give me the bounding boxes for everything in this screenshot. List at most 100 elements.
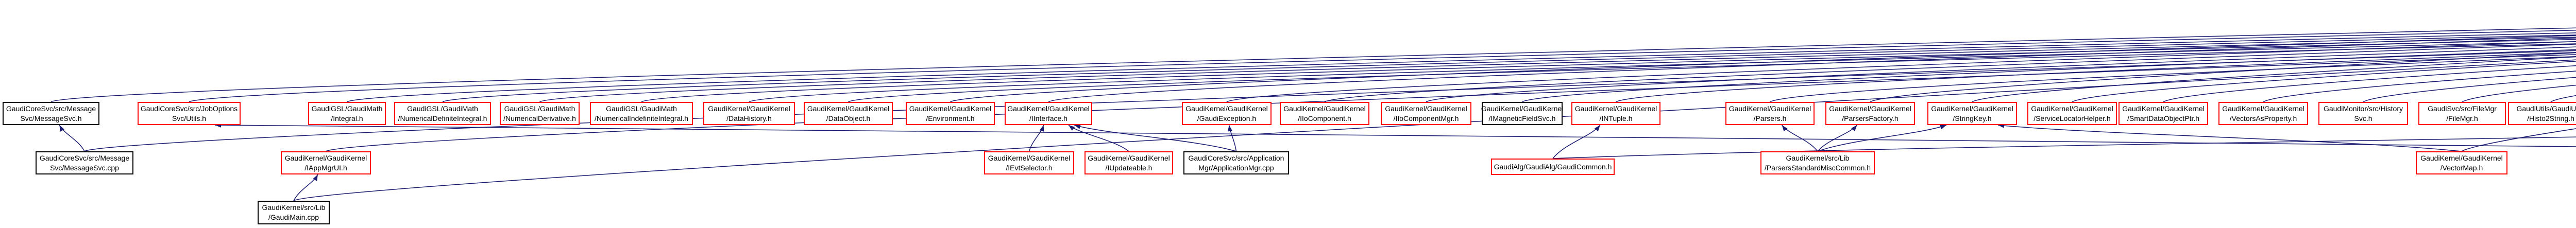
edge-historysvc-h-to-issueseverity-h: [2363, 77, 2576, 102]
node-iappmgrui-h[interactable]: GaudiKernel/GaudiKernel/IAppMgrUI.h: [281, 151, 371, 174]
node-label-line: /NumericalDerivative.h: [503, 114, 576, 122]
node-parsers-h[interactable]: GaudiKernel/GaudiKernel/Parsers.h: [1725, 102, 1815, 125]
edge-gaudicommon-h-to-intuple-h: [1552, 125, 1601, 159]
node-vectorsasproperty-h[interactable]: GaudiKernel/GaudiKernel/VectorsAsPropert…: [2218, 102, 2308, 125]
edge-environment-h-to-issueseverity-h: [950, 35, 2576, 102]
node-label-line: GaudiKernel/GaudiKernel: [1385, 104, 1467, 113]
node-label-line: /ParsersStandardMiscCommon.h: [1764, 163, 1871, 172]
node-label-line: /GaudiMain.cpp: [268, 213, 319, 221]
edge-applicationmgr-cpp-to-gaudiexception-h-arrowhead: [1228, 125, 1232, 132]
edge-imagneticfieldsvc-h-to-issueseverity-h: [1522, 49, 2576, 102]
node-label-line: GaudiKernel/src/Lib: [262, 203, 326, 212]
node-datahistory-h[interactable]: GaudiKernel/GaudiKernel/DataHistory.h: [703, 102, 795, 125]
node-label-line: GaudiCoreSvc/src/Application: [1188, 153, 1284, 162]
edge-applicationmgr-cpp-to-iinterface-h-arrowhead: [1074, 124, 1081, 129]
node-numericalindefiniteintegral-h[interactable]: GaudiGSL/GaudiMath/NumericalIndefiniteIn…: [590, 102, 693, 125]
node-label-line: Svc/MessageSvc.cpp: [50, 163, 119, 172]
edge-messagesvc-cpp-to-issueseverity-h: [84, 50, 2576, 152]
node-label-line: GaudiKernel/GaudiKernel: [2222, 104, 2304, 113]
node-label-line: /INTuple.h: [1599, 114, 1633, 122]
node-label-line: GaudiGSL/GaudiMath: [311, 104, 383, 113]
edge-utils-h-to-issueseverity-h: [189, 30, 2576, 102]
edge-iappmgrui-h-to-issueseverity-h: [326, 54, 2576, 152]
node-label-line: GaudiKernel/src/Lib: [1786, 153, 1850, 162]
node-servicelocatorhelper-h[interactable]: GaudiKernel/GaudiKernel/ServiceLocatorHe…: [2027, 102, 2117, 125]
node-label-line: /VectorsAsProperty.h: [2229, 114, 2297, 122]
node-intuple-h[interactable]: GaudiKernel/GaudiKernel/INTuple.h: [1571, 102, 1660, 125]
node-iupdateable-h[interactable]: GaudiKernel/GaudiKernel/IUpdateable.h: [1084, 151, 1173, 174]
edge-parsersstandardmisccommon-h-to-stringkey-h-arrowhead: [1940, 125, 1946, 130]
node-gaudiexception-h[interactable]: GaudiKernel/GaudiKernel/GaudiException.h: [1182, 102, 1272, 125]
node-vectormap-h[interactable]: GaudiKernel/GaudiKernel/VectorMap.h: [2416, 151, 2507, 174]
node-label-line: /IMagneticFieldSvc.h: [1488, 114, 1556, 122]
node-label-line: GaudiKernel/GaudiKernel: [807, 104, 890, 113]
edge-smartdataobjectptr-h-to-issueseverity-h: [2163, 65, 2576, 102]
node-iiocomponentmgr-h[interactable]: GaudiKernel/GaudiKernel/IIoComponentMgr.…: [1381, 102, 1471, 125]
node-label-line: GaudiGSL/GaudiMath: [504, 104, 575, 113]
node-iiocomponent-h[interactable]: GaudiKernel/GaudiKernel/IIoComponent.h: [1280, 102, 1369, 125]
node-label-line: GaudiAlg/GaudiAlg/GaudiCommon.h: [1494, 162, 1612, 171]
edge-messagesvc-h-to-issueseverity-h: [50, 27, 2576, 102]
edge-integral-h-to-issueseverity-h: [347, 32, 2576, 102]
node-label-line: GaudiKernel/GaudiKernel: [1088, 153, 1170, 162]
edge-parsersfactory-h-to-issueseverity-h: [1870, 52, 2576, 102]
node-environment-h[interactable]: GaudiKernel/GaudiKernel/Environment.h: [906, 102, 995, 125]
node-label-line: GaudiUtils/GaudiUtils: [2516, 104, 2576, 113]
node-iinterface-h[interactable]: GaudiKernel/GaudiKernel/IInterface.h: [1005, 102, 1092, 125]
node-parsersfactory-h[interactable]: GaudiKernel/GaudiKernel/ParsersFactory.h: [1825, 102, 1915, 125]
edge-numericalindefiniteintegral-h-to-issueseverity-h: [641, 39, 2576, 102]
node-ievtselector-h[interactable]: GaudiKernel/GaudiKernel/IEvtSelector.h: [984, 151, 1074, 174]
node-parsersstandardmisccommon-h[interactable]: GaudiKernel/src/Lib/ParsersStandardMiscC…: [1760, 151, 1875, 174]
edge-datahistory-h-to-issueseverity-h: [749, 41, 2576, 102]
node-label-line: GaudiKernel/GaudiKernel: [1574, 104, 1657, 113]
node-label-line: GaudiKernel/GaudiKernel: [1283, 104, 1366, 113]
edge-ievtselector-h-to-iinterface-h-arrowhead: [1039, 125, 1044, 132]
node-smartdataobjectptr-h[interactable]: GaudiKernel/GaudiKernel/SmartDataObjectP…: [2119, 102, 2208, 125]
node-label-line: GaudiKernel/GaudiKernel: [1829, 104, 1911, 113]
node-label-line: /FileMgr.h: [2446, 114, 2478, 122]
node-stringkey-h[interactable]: GaudiKernel/GaudiKernel/StringKey.h: [1927, 102, 2017, 125]
edge-messagesvc-cpp-to-messagesvc-h-arrowhead: [59, 125, 64, 132]
edge-parsersstandardmisccommon-h-to-parsersfactory-h: [1817, 125, 1858, 152]
node-filemgr-h[interactable]: GaudiSvc/src/FileMgr/FileMgr.h: [2418, 102, 2506, 125]
edge-intuple-h-to-issueseverity-h: [1616, 52, 2576, 102]
node-label-line: Svc.h: [2354, 114, 2372, 122]
edge-parsers-h-to-issueseverity-h: [1770, 56, 2576, 102]
node-label-line: /IInterface.h: [1029, 114, 1067, 122]
node-label-line: GaudiCoreSvc/src/Message: [39, 153, 130, 162]
node-label-line: /IIoComponent.h: [1298, 114, 1351, 122]
edge-gaudimain-cpp-to-iappmgrui-h-arrowhead: [313, 174, 318, 181]
node-imagneticfieldsvc-h: GaudiKernel/GaudiKernel/IMagneticFieldSv…: [1481, 102, 1564, 125]
node-label-line: /IAppMgrUI.h: [304, 163, 347, 172]
edge-parsersstandardmisccommon-h-to-parsers-h: [1782, 125, 1818, 152]
edge-gaudicommon-h-to-intuple-h-arrowhead: [1594, 125, 1600, 132]
node-label-line: GaudiKernel/GaudiKernel: [2420, 153, 2503, 162]
node-numericalderivative-h[interactable]: GaudiGSL/GaudiMath/NumericalDerivative.h: [500, 102, 580, 125]
node-label-line: GaudiGSL/GaudiMath: [407, 104, 478, 113]
node-label-line: GaudiKernel/GaudiKernel: [1481, 104, 1564, 113]
node-label-line: GaudiKernel/GaudiKernel: [1185, 104, 1268, 113]
edge-servicelocatorhelper-h-to-issueseverity-h: [2072, 61, 2576, 102]
edge-vectormap-h-to-stringkey-h: [1997, 125, 2462, 152]
node-label-line: /NumericalIndefiniteIntegral.h: [594, 114, 689, 122]
node-histo2string-h[interactable]: GaudiUtils/GaudiUtils/Histo2String.h: [2508, 102, 2576, 125]
node-label-line: /VectorMap.h: [2440, 163, 2483, 172]
node-gaudicommon-h[interactable]: GaudiAlg/GaudiAlg/GaudiCommon.h: [1491, 159, 1615, 175]
node-gaudimain-cpp: GaudiKernel/src/Lib/GaudiMain.cpp: [258, 201, 330, 224]
edge-parsersstandardmisccommon-h-to-parsers-h-arrowhead: [1782, 125, 1788, 132]
edge-gaudiexception-h-to-issueseverity-h: [1226, 41, 2576, 102]
node-numericaldefiniteintegral-h[interactable]: GaudiGSL/GaudiMath/NumericalDefiniteInte…: [394, 102, 491, 125]
node-label-line: GaudiGSL/GaudiMath: [606, 104, 677, 113]
edge-filemgr-h-to-issueseverity-h: [2462, 84, 2576, 102]
node-integral-h[interactable]: GaudiGSL/GaudiMath/Integral.h: [308, 102, 386, 125]
edge-dataobject-h-to-issueseverity-h: [848, 43, 2576, 102]
node-label-line: Mgr/ApplicationMgr.cpp: [1198, 163, 1274, 172]
node-label-line: /IIoComponentMgr.h: [1393, 114, 1459, 122]
node-label-line: Svc/Utils.h: [172, 114, 207, 122]
node-dataobject-h[interactable]: GaudiKernel/GaudiKernel/DataObject.h: [804, 102, 893, 125]
